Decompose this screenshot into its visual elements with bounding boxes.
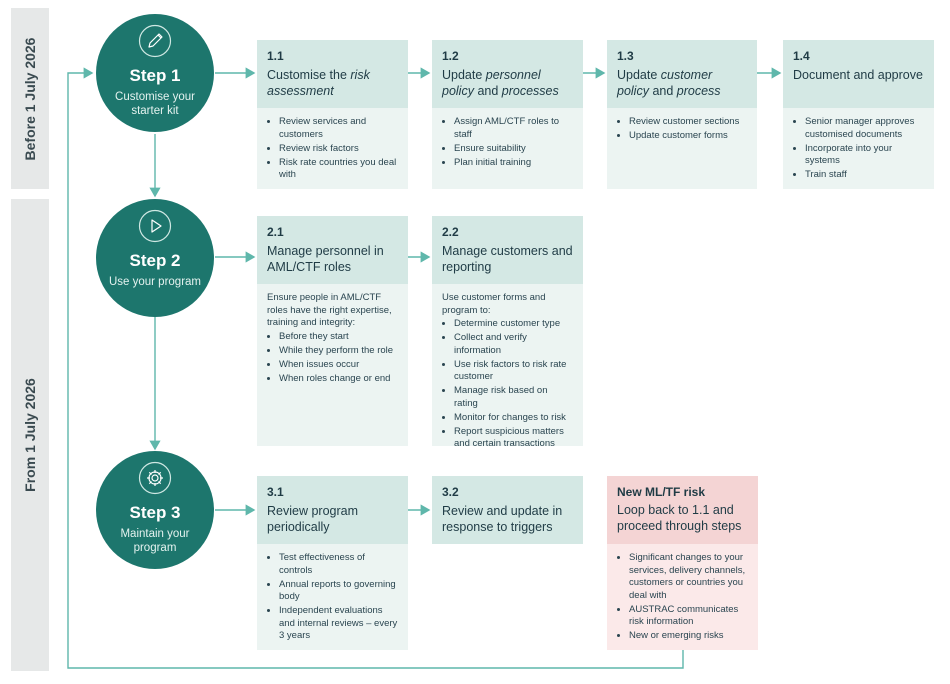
- list-item: While they perform the role: [279, 345, 398, 358]
- box-1-2-list: Assign AML/CTF roles to staff Ensure sui…: [442, 116, 573, 169]
- list-item: Determine customer type: [454, 318, 573, 331]
- step1-circle: Step 1 Customise your starter kit: [96, 14, 214, 132]
- new-risk-title: Loop back to 1.1 and proceed through ste…: [617, 503, 742, 533]
- list-item: Monitor for changes to risk: [454, 412, 573, 425]
- box-2-2-title: Manage customers and reporting: [442, 244, 573, 274]
- list-item: Review services and customers: [279, 116, 398, 141]
- box-2-1: 2.1 Manage personnel in AML/CTF roles En…: [257, 216, 408, 446]
- box-3-2-number: 3.2: [442, 485, 459, 499]
- box-2-1-number: 2.1: [267, 225, 284, 239]
- step2-subtitle: Use your program: [108, 276, 202, 288]
- box-3-1: 3.1 Review program periodically Test eff…: [257, 476, 408, 650]
- list-item: New or emerging risks: [629, 630, 748, 643]
- list-item: AUSTRAC communicates risk information: [629, 604, 748, 629]
- box-1-3-number: 1.3: [617, 49, 634, 63]
- list-item: Assign AML/CTF roles to staff: [454, 116, 573, 141]
- list-item: Plan initial training: [454, 157, 573, 170]
- list-item: Incorporate into your systems: [805, 143, 924, 168]
- play-icon: [138, 209, 172, 243]
- sidebar-before: Before 1 July 2026: [11, 8, 49, 189]
- box-1-1-number: 1.1: [267, 49, 284, 63]
- box-1-3: 1.3 Update customer policy and process R…: [607, 40, 757, 189]
- list-item: Annual reports to governing body: [279, 579, 398, 604]
- box-2-1-list: Before they start While they perform the…: [267, 331, 398, 386]
- new-risk-list: Significant changes to your services, de…: [617, 552, 748, 643]
- gear-icon: [138, 461, 172, 495]
- list-item: Test effectiveness of controls: [279, 552, 398, 577]
- list-item: Review risk factors: [279, 143, 398, 156]
- step3-subtitle: Maintain your program: [120, 528, 190, 554]
- sidebar-from: From 1 July 2026: [11, 199, 49, 671]
- list-item: Senior manager approves customised docum…: [805, 116, 924, 141]
- box-1-3-list: Review customer sections Update customer…: [617, 116, 747, 143]
- box-1-4-title: Document and approve: [793, 68, 923, 82]
- box-3-1-list: Test effectiveness of controls Annual re…: [267, 552, 398, 643]
- box-1-1: 1.1 Customise the risk assessment Review…: [257, 40, 408, 189]
- pencil-icon: [138, 24, 172, 58]
- list-item: Train staff: [805, 169, 924, 182]
- list-item: Use risk factors to risk rate customer: [454, 359, 573, 384]
- list-item: Review customer sections: [629, 116, 747, 129]
- list-item: Update customer forms: [629, 130, 747, 143]
- list-item: Before they start: [279, 331, 398, 344]
- step1-title: Step 1: [129, 66, 181, 85]
- box-2-2: 2.2 Manage customers and reporting Use c…: [432, 216, 583, 449]
- box-1-1-title: Customise the risk assessment: [267, 68, 370, 98]
- step3-title: Step 3: [129, 503, 181, 522]
- box-3-2-title: Review and update in response to trigger…: [442, 504, 563, 534]
- box-2-1-title: Manage personnel in AML/CTF roles: [267, 244, 384, 274]
- box-3-1-title: Review program periodically: [267, 504, 359, 534]
- box-1-4-number: 1.4: [793, 49, 810, 63]
- step1-subtitle: Customise your starter kit: [115, 91, 195, 117]
- step2-circle: Step 2 Use your program: [96, 199, 214, 317]
- new-risk-heading: New ML/TF risk: [617, 485, 706, 499]
- box-2-2-list: Determine customer type Collect and veri…: [442, 318, 573, 451]
- box-1-2: 1.2 Update personnel policy and processe…: [432, 40, 583, 189]
- list-item: Risk rate countries you deal with: [279, 157, 398, 182]
- list-item: Ensure suitability: [454, 143, 573, 156]
- list-item: Manage risk based on rating: [454, 385, 573, 410]
- box-2-1-intro: Ensure people in AML/CTF roles have the …: [267, 292, 392, 328]
- box-1-2-number: 1.2: [442, 49, 459, 63]
- box-1-3-title: Update customer policy and process: [617, 68, 721, 98]
- box-1-1-list: Review services and customers Review ris…: [267, 116, 398, 182]
- box-3-1-number: 3.1: [267, 485, 284, 499]
- box-new-risk: New ML/TF risk Loop back to 1.1 and proc…: [607, 476, 758, 650]
- step2-title: Step 2: [129, 251, 181, 270]
- box-3-2: 3.2 Review and update in response to tri…: [432, 476, 583, 544]
- box-1-4: 1.4 Document and approve Senior manager …: [783, 40, 934, 189]
- box-2-2-number: 2.2: [442, 225, 459, 239]
- box-1-2-title: Update personnel policy and processes: [442, 68, 559, 98]
- list-item: Collect and verify information: [454, 332, 573, 357]
- list-item: Report suspicious matters and certain tr…: [454, 426, 573, 451]
- list-item: When issues occur: [279, 359, 398, 372]
- list-item: Independent evaluations and internal rev…: [279, 605, 398, 643]
- box-1-4-list: Senior manager approves customised docum…: [793, 116, 924, 182]
- step3-circle: Step 3 Maintain your program: [96, 451, 214, 569]
- list-item: Significant changes to your services, de…: [629, 552, 748, 602]
- list-item: When roles change or end: [279, 373, 398, 386]
- loop-back-line: [67, 67, 684, 669]
- box-2-2-intro: Use customer forms and program to:: [442, 292, 546, 316]
